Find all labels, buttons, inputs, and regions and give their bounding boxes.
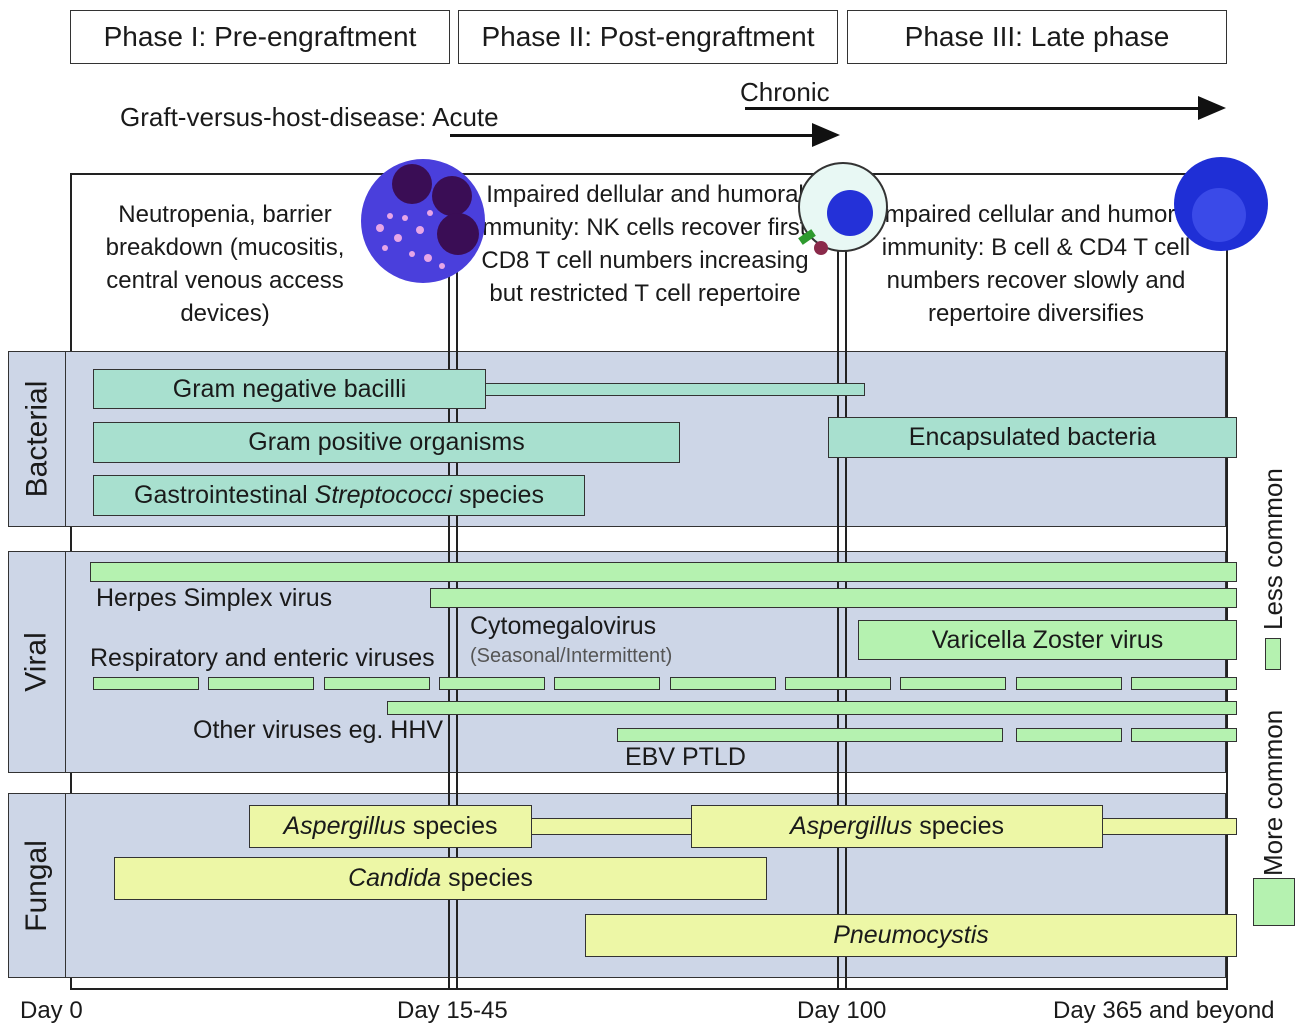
viral-category: Viral	[8, 551, 66, 773]
legend-more-common-swatch	[1253, 878, 1295, 926]
aspergillus-genus: Aspergillus	[283, 812, 406, 840]
gram-positive-bar: Gram positive organisms	[93, 422, 680, 463]
pneumocystis-label: Pneumocystis	[833, 921, 989, 949]
cmv-label: Cytomegalovirus	[470, 612, 657, 640]
x-label-day365: Day 365 and beyond	[1053, 997, 1275, 1024]
aspergillus-suffix: species	[912, 812, 1004, 840]
respiratory-segment	[554, 677, 660, 690]
chronic-arrow-line	[745, 107, 1200, 110]
gi-streptococci-bar: Gastrointestinal Streptococci species	[93, 475, 585, 516]
candida-label: Candida species	[348, 864, 533, 893]
phase-3-header: Phase III: Late phase	[847, 10, 1227, 64]
aspergillus-connector-bar	[530, 818, 692, 835]
legend-more-common-label: More common	[1258, 709, 1288, 876]
aspergillus-extension-bar	[1102, 818, 1237, 835]
gvhd-chronic-label: Chronic	[740, 77, 830, 107]
phase-2-label: Phase II: Post-engraftment	[481, 21, 815, 52]
candida-bar: Candida species	[114, 857, 767, 900]
aspergillus-bar-early: Aspergillus species	[249, 805, 532, 848]
chronic-arrow-head-icon	[1198, 96, 1226, 120]
legend-less-common-label: Less common	[1258, 468, 1288, 630]
other-viruses-bar	[387, 701, 1237, 715]
x-label-day0: Day 0	[20, 997, 83, 1024]
phase-1-label: Phase I: Pre-engraftment	[103, 21, 417, 52]
fungal-category-label: Fungal	[20, 839, 54, 932]
phase-1-header: Phase I: Pre-engraftment	[70, 10, 450, 64]
gi-strep-prefix: Gastrointestinal	[134, 481, 315, 509]
acute-arrow-line	[450, 134, 815, 137]
phase2-immune-description: Impaired dellular and humoral immunity: …	[476, 181, 814, 307]
gram-positive-label: Gram positive organisms	[248, 428, 525, 456]
vzv-label: Varicella Zoster virus	[931, 625, 1164, 654]
respiratory-segment	[208, 677, 314, 690]
hsv-label: Herpes Simplex virus	[96, 584, 333, 612]
gi-strep-suffix: species	[452, 481, 544, 509]
ebv-ptld-segment	[1131, 728, 1237, 742]
gi-streptococci-label: Gastrointestinal Streptococci species	[134, 481, 544, 510]
aspergillus-suffix: species	[405, 812, 498, 840]
respiratory-segment	[324, 677, 430, 690]
gram-negative-label: Gram negative bacilli	[172, 374, 407, 403]
ebv-ptld-label: EBV PTLD	[625, 743, 746, 771]
gi-strep-genus: Streptococci	[314, 481, 453, 509]
neutrophil-cell-icon	[361, 159, 485, 283]
other-viruses-label: Other viruses eg. HHV	[193, 716, 444, 744]
bacterial-category: Bacterial	[8, 351, 66, 527]
aspergillus-bar-late: Aspergillus species	[691, 805, 1103, 848]
aspergillus-early-label: Aspergillus species	[284, 812, 498, 841]
aspergillus-late-label: Aspergillus species	[790, 812, 1004, 841]
gram-negative-extension-bar	[485, 383, 865, 396]
aspergillus-genus: Aspergillus	[790, 812, 913, 840]
bacterial-category-label: Bacterial	[20, 380, 53, 498]
fungal-category: Fungal	[8, 793, 66, 978]
respiratory-segment	[670, 677, 776, 690]
encapsulated-bacteria-bar: Encapsulated bacteria	[828, 417, 1237, 458]
hsv-long-bar	[90, 562, 1237, 582]
respiratory-segment	[1016, 677, 1122, 690]
acute-arrow-head-icon	[812, 123, 840, 147]
phase-2-header: Phase II: Post-engraftment	[458, 10, 838, 64]
candida-genus: Candida	[348, 864, 442, 892]
x-label-day100: Day 100	[797, 997, 887, 1024]
phase1-immune-description: Neutropenia, barrier breakdown (mucositi…	[105, 201, 345, 327]
gram-negative-bar: Gram negative bacilli	[93, 369, 486, 409]
lymphocyte-cell-icon	[1174, 157, 1268, 251]
respiratory-segment	[785, 677, 891, 690]
legend-less-common-swatch	[1265, 638, 1281, 670]
nk-cell-icon	[798, 162, 888, 255]
vzv-bar: Varicella Zoster virus	[858, 620, 1237, 660]
phase3-immune-description: Impaired cellular and humoral immunity: …	[877, 201, 1195, 327]
respiratory-enteric-label: Respiratory and enteric viruses	[90, 644, 435, 672]
respiratory-segment	[900, 677, 1006, 690]
phase-3-label: Phase III: Late phase	[904, 21, 1170, 52]
ebv-ptld-bar	[617, 728, 1003, 742]
viral-category-label: Viral	[20, 632, 54, 692]
gvhd-acute-label: Graft-versus-host-disease: Acute	[120, 102, 499, 132]
candida-suffix: species	[441, 864, 533, 892]
pneumocystis-bar: Pneumocystis	[585, 914, 1237, 957]
cmv-bar	[430, 588, 1237, 608]
respiratory-segment	[1131, 677, 1237, 690]
cmv-note: (Seasonal/Intermittent)	[470, 645, 673, 667]
x-label-day15: Day 15-45	[397, 997, 508, 1024]
respiratory-segment	[93, 677, 199, 690]
encapsulated-bacteria-label: Encapsulated bacteria	[908, 423, 1157, 451]
ebv-ptld-segment	[1016, 728, 1122, 742]
respiratory-segment	[439, 677, 545, 690]
